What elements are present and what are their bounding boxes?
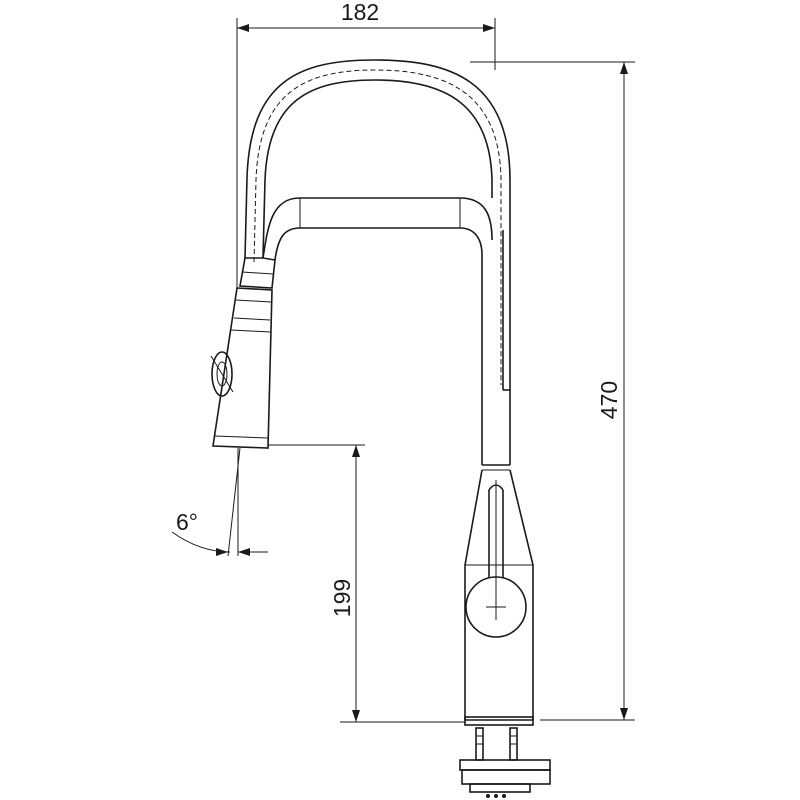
- angle-dimension: 6°: [171, 447, 268, 557]
- lever-handle: [465, 480, 527, 638]
- handle-body: [464, 469, 534, 721]
- spout-height-label: 199: [329, 579, 355, 617]
- spout: [262, 197, 511, 465]
- hose-arc: [244, 59, 511, 391]
- mounting-hardware: [459, 727, 551, 798]
- angle-label: 6°: [176, 509, 198, 535]
- spout-height-dimension: 199: [262, 444, 465, 723]
- total-height-label: 470: [596, 381, 622, 419]
- total-height-dimension: 470: [470, 61, 635, 721]
- neck-collar: [482, 464, 510, 471]
- spray-head: [210, 257, 276, 449]
- width-dimension: 182: [236, 0, 496, 300]
- faucet-drawing: [210, 59, 551, 798]
- base-plate: [464, 716, 534, 726]
- width-label: 182: [341, 0, 379, 25]
